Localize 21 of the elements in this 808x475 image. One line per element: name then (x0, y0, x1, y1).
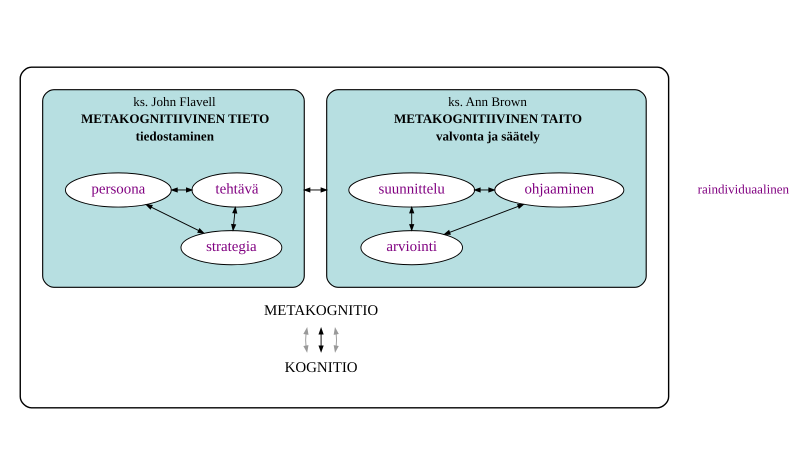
arrow (318, 327, 324, 353)
node-label: ks. John Flavell (133, 94, 216, 110)
arrow (231, 206, 238, 232)
cluster (20, 66, 670, 408)
node-ellipse: suunnittelu (348, 172, 476, 208)
node-ellipse: persoona (64, 172, 172, 208)
node-text: KOGNITIO (284, 360, 358, 376)
arrow (302, 187, 328, 193)
arrow (170, 187, 194, 193)
arrow (443, 204, 525, 235)
node-label: ks. Ann Brown (448, 94, 527, 110)
arrow (303, 327, 309, 353)
arrow (145, 204, 206, 234)
node-ellipse: strategia (180, 230, 282, 266)
node-ellipse: tehtävä (192, 172, 282, 208)
node-text: METAKOGNITIO (264, 303, 378, 320)
node-ellipse: ohjaaminen (494, 172, 624, 208)
arrow (334, 327, 339, 353)
arrow (409, 206, 414, 232)
arrow (473, 187, 496, 193)
label: raindividuaalinen (698, 181, 790, 196)
